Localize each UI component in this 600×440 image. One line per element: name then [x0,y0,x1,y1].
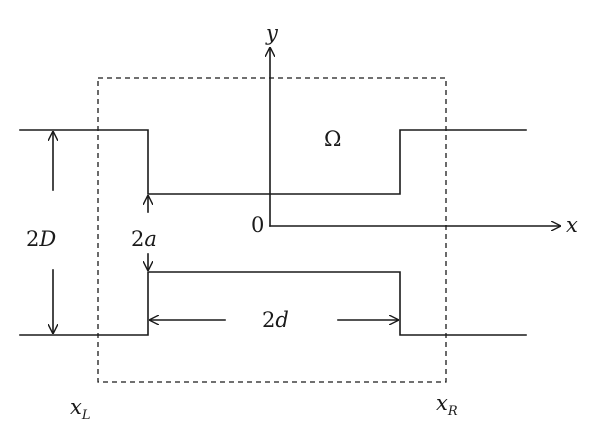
upper-wall [19,129,527,195]
right-bound-var: x [436,391,448,415]
left-bound-var: x [70,395,82,419]
length-label: 2d [262,308,289,332]
outer-height-coef: 2 [26,227,39,251]
length-var: d [275,308,288,332]
right-bound-sub: R [447,404,458,419]
gap-coef: 2 [131,227,144,251]
y-axis-label: y [265,21,279,45]
outer-height-label: 2D [26,227,56,251]
left-bound-label: xL [70,395,90,423]
outer-height-var: D [38,227,56,251]
domain-boundary-box [97,77,447,383]
origin-label: 0 [251,213,264,237]
right-bound-label: xR [436,391,458,419]
gap-var: a [144,227,157,251]
omega-label: Ω [324,127,341,151]
left-bound-sub: L [81,408,91,423]
x-axis-label: x [566,213,578,237]
gap-label: 2a [131,227,157,251]
length-coef: 2 [262,308,275,332]
lower-wall [19,271,527,336]
